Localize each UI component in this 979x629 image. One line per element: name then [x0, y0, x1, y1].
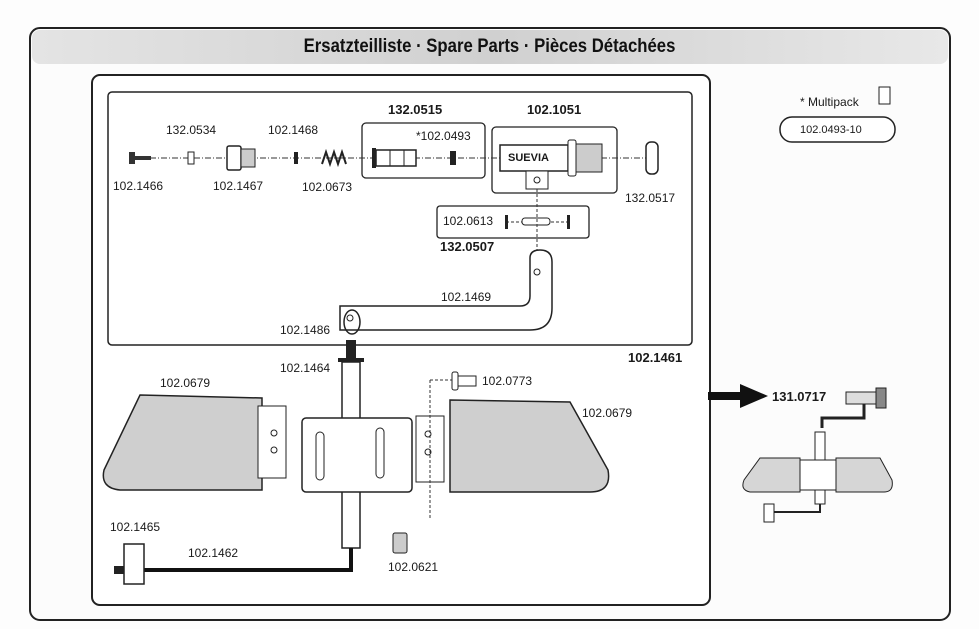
label-102-0673: 102.0673: [302, 180, 353, 194]
label-102-1469: 102.1469: [441, 290, 492, 304]
screw-102-1466: [129, 152, 151, 164]
knob-102-0621: [392, 532, 408, 554]
label-102-1468: 102.1468: [268, 123, 319, 137]
label-102-0613: 102.0613: [443, 214, 494, 228]
label-102-1462: 102.1462: [188, 546, 239, 560]
box-102-1051: [491, 126, 618, 194]
label-132-0515: 132.0515: [388, 102, 443, 117]
label-102-1467: 102.1467: [213, 179, 264, 193]
assembly-102-1461-frame: [107, 91, 693, 346]
nut-132-0534: [187, 151, 195, 165]
label-102-0621: 102.0621: [388, 560, 439, 574]
washer-102-1468: [294, 152, 298, 164]
label-102-1051: 102.1051: [527, 102, 582, 117]
pad-102-0679-right: [449, 399, 610, 493]
label-102-0773: 102.0773: [482, 374, 533, 388]
label-102-1486: 102.1486: [280, 323, 331, 337]
label-102-1466: 102.1466: [113, 179, 164, 193]
label-131-0717: 131.0717: [772, 389, 827, 404]
box-132-0507: [436, 205, 590, 239]
valve-102-1465: [123, 543, 145, 585]
fitting-102-1467: [226, 145, 256, 171]
clip-102-1486: [343, 309, 361, 335]
label-102-1461: 102.1461: [628, 350, 683, 365]
valve-housing-102-1051: [499, 139, 603, 190]
label-102-0679-right: 102.0679: [582, 406, 633, 420]
label-132-0507: 132.0507: [440, 239, 495, 254]
spring-102-0673: [321, 148, 347, 168]
pad-102-0679-left: [102, 394, 263, 491]
label-132-0517: 132.0517: [625, 191, 676, 205]
bolt-132-0507: [521, 217, 551, 226]
multipack-icon: [878, 86, 891, 105]
seal-102-0493: [450, 151, 456, 165]
lever-102-1469: [339, 249, 553, 331]
nut-132-0517: [645, 141, 659, 175]
brand-label: SUEVIA: [508, 152, 549, 164]
multipack-part: 102.0493-10: [800, 124, 862, 136]
label-132-0534: 132.0534: [166, 123, 217, 137]
multipack-badge: [779, 116, 896, 143]
valve-body-132-0515: [372, 148, 417, 168]
multipack-label: * Multipack: [800, 95, 859, 109]
header-band: [32, 30, 948, 64]
label-102-1464: 102.1464: [280, 361, 331, 375]
arrow-icon: [708, 384, 768, 408]
pin-102-0613: [505, 215, 508, 229]
box-132-0515: [361, 122, 486, 179]
assembly-131-0717-preview: [742, 387, 893, 523]
label-102-0679-left: 102.0679: [160, 376, 211, 390]
label-102-1465: 102.1465: [110, 520, 161, 534]
screw-102-0773: [451, 371, 477, 391]
pin-right: [567, 215, 570, 229]
label-102-0493: *102.0493: [416, 129, 471, 143]
page-title: Ersatzteilliste · Spare Parts · Pièces D…: [303, 36, 676, 57]
hose-102-1462: [140, 548, 353, 572]
